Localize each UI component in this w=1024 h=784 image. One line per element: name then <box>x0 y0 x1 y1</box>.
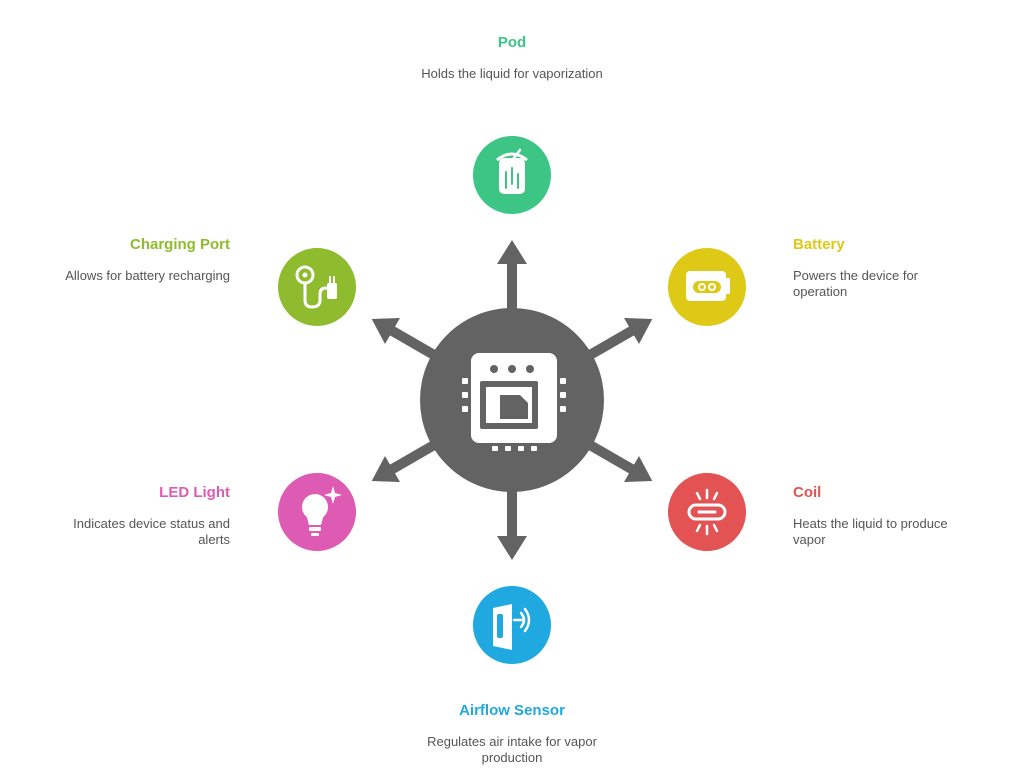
airflow-node <box>473 586 551 664</box>
pod-node <box>473 136 551 214</box>
pod-cartridge-icon <box>496 148 528 194</box>
coil-description: Heats the liquid to produce vapor <box>793 516 948 547</box>
coil-label: Coil Heats the liquid to produce vapor <box>793 484 973 548</box>
led-title: LED Light <box>159 484 230 501</box>
battery-icon <box>686 271 730 301</box>
circuit-board-icon <box>462 353 566 451</box>
led-node <box>278 473 356 551</box>
battery-description: Powers the device for operation <box>793 268 919 299</box>
airflow-title: Airflow Sensor <box>459 702 565 719</box>
pod-title: Pod <box>497 34 527 51</box>
pod-label: Pod Holds the liquid for vaporization <box>412 34 612 82</box>
airflow-description: Regulates air intake for vapor productio… <box>427 734 597 765</box>
charging-label: Charging Port Allows for battery recharg… <box>50 236 230 284</box>
charging-node <box>278 248 356 326</box>
charging-title: Charging Port <box>130 236 230 253</box>
led-description: Indicates device status and alerts <box>73 516 230 547</box>
led-label: LED Light Indicates device status and al… <box>50 484 230 548</box>
battery-title: Battery <box>793 236 845 253</box>
charging-description: Allows for battery recharging <box>65 268 230 283</box>
airflow-sensor-icon <box>493 604 531 650</box>
heating-coil-icon <box>687 488 727 536</box>
arrow-to-charging <box>371 318 446 365</box>
coil-node <box>668 473 746 551</box>
arrow-to-pod <box>497 240 527 322</box>
battery-node <box>668 248 746 326</box>
central-hub <box>420 308 604 492</box>
pod-description: Holds the liquid for vaporization <box>421 66 603 81</box>
arrow-to-led <box>371 435 446 482</box>
coil-title: Coil <box>793 484 822 501</box>
charging-circle <box>278 248 356 326</box>
arrow-to-airflow <box>497 478 527 560</box>
arrow-to-coil <box>578 435 653 482</box>
battery-label: Battery Powers the device for operation <box>793 236 973 300</box>
arrow-to-battery <box>578 318 653 365</box>
airflow-label: Airflow Sensor Regulates air intake for … <box>412 702 612 766</box>
light-bulb-icon <box>302 486 342 536</box>
usb-cable-icon <box>295 265 337 309</box>
hub-arrows <box>371 240 653 560</box>
